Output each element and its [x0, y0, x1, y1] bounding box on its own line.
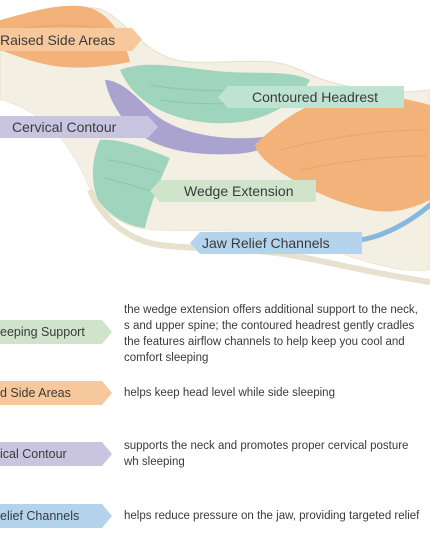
legend-label: ical Contour — [0, 447, 67, 461]
legend-description-cervical-contour: supports the neck and promotes proper ce… — [124, 440, 409, 468]
contoured-headrest-zone — [120, 64, 310, 124]
label-text: Cervical Contour — [12, 119, 117, 135]
legend-tag-cervical-contour: ical Contour — [0, 442, 112, 466]
legend-description-jaw-relief: helps reduce pressure on the jaw, provid… — [124, 510, 420, 522]
label-cervical-contour: Cervical Contour — [0, 116, 158, 138]
wedge-extension-zone — [92, 139, 170, 228]
legend-label: d Side Areas — [0, 386, 71, 400]
legend-description-side-areas: helps keep head level while side sleepin… — [124, 387, 335, 399]
legend-description-sleeping-support: the wedge extension offers additional su… — [124, 304, 418, 364]
label-text: Contoured Headrest — [252, 89, 379, 105]
legend-tag-jaw-relief: elief Channels — [0, 504, 112, 528]
label-text: Jaw Relief Channels — [202, 235, 330, 251]
legend-tag-sleeping-support: eeping Support — [0, 320, 112, 344]
legend-label: eeping Support — [0, 325, 85, 339]
label-wedge-extension: Wedge Extension — [150, 180, 316, 202]
label-raised-side-areas: Raised Side Areas — [0, 28, 142, 51]
label-text: Wedge Extension — [184, 183, 294, 199]
pillow-underside — [0, 100, 430, 290]
legend-tag-side-areas: d Side Areas — [0, 381, 112, 405]
label-text: Raised Side Areas — [0, 31, 116, 48]
jaw-relief-channel — [357, 202, 430, 243]
cervical-contour-zone — [105, 80, 300, 155]
label-contoured-headrest: Contoured Headrest — [218, 86, 404, 108]
legend-label: elief Channels — [0, 509, 80, 523]
label-jaw-relief-channels: Jaw Relief Channels — [190, 232, 362, 254]
pillow-illustration — [0, 5, 430, 290]
